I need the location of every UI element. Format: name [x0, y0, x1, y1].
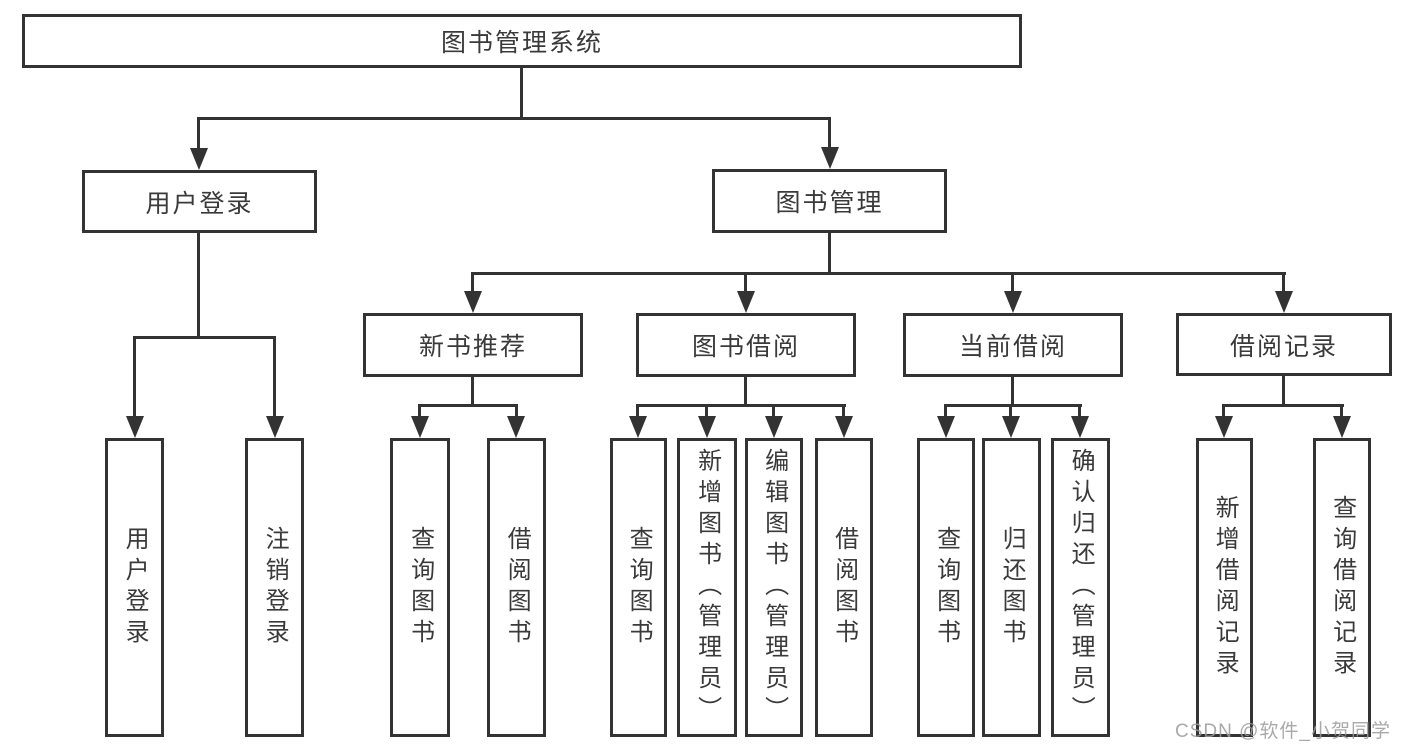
arrowhead-down-icon — [937, 416, 955, 438]
node-book-borrowing: 图书借阅 — [636, 313, 856, 377]
leaf-query-books-borrowing: 查询图书 — [610, 438, 667, 737]
arrowhead-down-icon — [1002, 416, 1020, 438]
connector-line — [842, 404, 845, 418]
connector-line — [133, 336, 276, 339]
arrowhead-down-icon — [698, 416, 716, 438]
connector-line — [471, 272, 474, 293]
connector-line — [418, 404, 421, 418]
watermark: CSDN @软件_小贺同学 — [1175, 721, 1391, 742]
leaf-query-borrow-record: 查询借阅记录 — [1313, 438, 1371, 737]
connector-line — [515, 404, 518, 418]
arrowhead-down-icon — [835, 416, 853, 438]
leaf-logout-label: 注销登录 — [261, 525, 289, 650]
leaf-add-book-admin: 新增图书（管理员） — [677, 438, 737, 737]
leaf-return-book: 归还图书 — [982, 438, 1041, 737]
connector-line — [418, 404, 518, 407]
arrowhead-down-icon — [1215, 416, 1233, 438]
arrowhead-down-icon — [1004, 291, 1022, 313]
connector-line — [1222, 404, 1344, 407]
arrowhead-down-icon — [1275, 291, 1293, 313]
node-borrowing-records: 借阅记录 — [1176, 313, 1392, 376]
arrowhead-down-icon — [629, 416, 647, 438]
node-current-borrowing: 当前借阅 — [903, 313, 1123, 377]
connector-line — [1011, 272, 1014, 293]
connector-line — [828, 117, 831, 150]
arrowhead-down-icon — [765, 416, 783, 438]
leaf-logout: 注销登录 — [245, 438, 304, 737]
connector-line — [520, 68, 523, 118]
connector-line — [1222, 404, 1225, 418]
connector-line — [471, 377, 474, 407]
arrowhead-down-icon — [464, 291, 482, 313]
connector-line — [705, 404, 708, 418]
leaf-add-book-admin-label: 新增图书（管理员） — [693, 448, 721, 727]
arrowhead-down-icon — [1071, 416, 1089, 438]
connector-line — [273, 336, 276, 417]
connector-line — [1340, 404, 1343, 418]
node-new-book-recommend: 新书推荐 — [363, 313, 583, 377]
arrowhead-down-icon — [821, 147, 839, 169]
leaf-add-borrow-record-label: 新增借阅记录 — [1211, 494, 1239, 681]
leaf-query-books-current-label: 查询图书 — [932, 525, 960, 650]
arrowhead-down-icon — [126, 416, 144, 438]
arrowhead-down-icon — [1333, 416, 1351, 438]
leaf-borrow-books-borrowing: 借阅图书 — [815, 438, 873, 737]
connector-line — [772, 404, 775, 418]
node-book-management: 图书管理 — [712, 169, 947, 233]
arrowhead-down-icon — [266, 416, 284, 438]
leaf-borrow-books-borrowing-label: 借阅图书 — [830, 525, 858, 650]
leaf-query-books-recommend: 查询图书 — [390, 438, 450, 737]
connector-line — [1009, 404, 1012, 418]
leaf-query-books-borrowing-label: 查询图书 — [625, 525, 653, 650]
leaf-borrow-books-recommend: 借阅图书 — [487, 438, 546, 737]
arrowhead-down-icon — [507, 416, 525, 438]
connector-line — [1282, 376, 1285, 407]
node-borrowing-records-label: 借阅记录 — [1229, 332, 1338, 361]
leaf-borrow-books-recommend-label: 借阅图书 — [503, 525, 531, 650]
connector-line — [828, 233, 831, 274]
connector-line — [637, 404, 846, 407]
arrowhead-down-icon — [190, 148, 208, 170]
connector-line — [133, 336, 136, 417]
leaf-confirm-return-admin: 确认归还（管理员） — [1051, 438, 1110, 737]
connector-line — [744, 377, 747, 407]
node-new-book-recommend-label: 新书推荐 — [418, 333, 527, 361]
connector-line — [1282, 272, 1285, 293]
node-current-borrowing-label: 当前借阅 — [958, 333, 1067, 361]
connector-line — [197, 233, 200, 339]
leaf-query-books-current: 查询图书 — [917, 438, 975, 737]
leaf-edit-book-admin: 编辑图书（管理员） — [745, 438, 803, 737]
connector-line — [1011, 377, 1014, 407]
connector-line — [197, 117, 200, 151]
connector-line — [197, 117, 831, 120]
arrowhead-down-icon — [737, 291, 755, 313]
leaf-query-borrow-record-label: 查询借阅记录 — [1328, 494, 1356, 681]
leaf-return-book-label: 归还图书 — [998, 525, 1026, 650]
arrowhead-down-icon — [411, 416, 429, 438]
node-book-borrowing-label: 图书借阅 — [691, 333, 800, 361]
leaf-add-borrow-record: 新增借阅记录 — [1196, 438, 1253, 737]
connector-line — [1078, 404, 1081, 418]
connector-line — [636, 404, 639, 418]
connector-line — [944, 404, 947, 418]
node-book-management-label: 图书管理 — [775, 189, 884, 217]
leaf-user-login: 用户登录 — [105, 438, 164, 737]
connector-line — [944, 404, 1082, 407]
node-root: 图书管理系统 — [22, 14, 1022, 68]
leaf-user-login-label: 用户登录 — [121, 525, 149, 650]
leaf-edit-book-admin-label: 编辑图书（管理员） — [760, 448, 788, 727]
node-user-login: 用户登录 — [82, 170, 317, 233]
node-user-login-label: 用户登录 — [145, 189, 254, 218]
connector-line — [471, 272, 1286, 275]
leaf-query-books-recommend-label: 查询图书 — [406, 525, 434, 650]
connector-line — [744, 272, 747, 293]
node-root-label: 图书管理系统 — [440, 29, 603, 57]
leaf-confirm-return-admin-label: 确认归还（管理员） — [1067, 448, 1095, 727]
